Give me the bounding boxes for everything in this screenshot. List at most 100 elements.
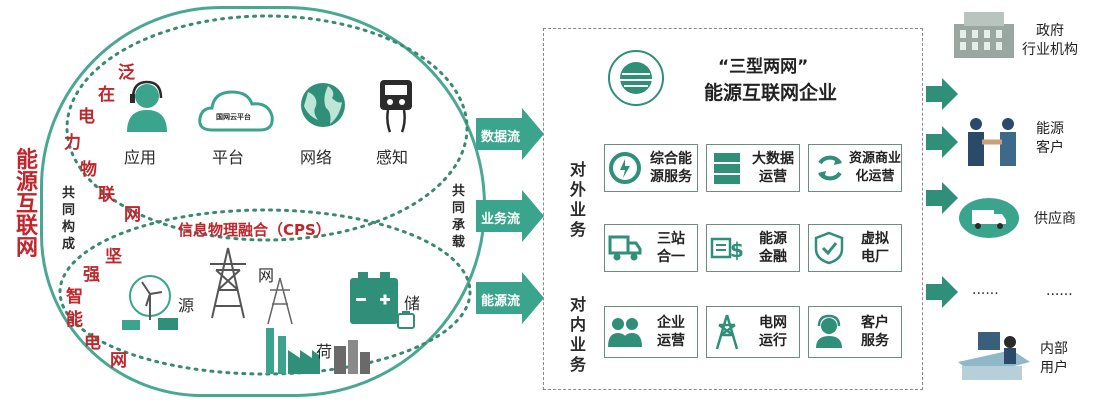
title-char: 网 <box>16 236 39 261</box>
service-text: 运营 <box>759 169 787 185</box>
service-three-stations[interactable]: 三站合一 <box>604 224 698 272</box>
service-text: 源服务 <box>650 169 692 185</box>
int-char: 对 <box>570 295 587 314</box>
enterprise-title-2: 能源互联网企业 <box>704 82 838 104</box>
grid-char: 电 <box>84 333 101 353</box>
recycle-icon <box>809 148 849 188</box>
truck-station-icon <box>605 228 645 268</box>
service-text: 电厂 <box>861 249 889 265</box>
iot-char: 联 <box>98 185 115 205</box>
service-text: 资源商业 <box>849 151 902 166</box>
grid-char: 坚 <box>105 247 122 267</box>
people-icon <box>605 312 645 352</box>
internal-user-label-line: 内部 <box>1040 341 1068 357</box>
title-char: 联 <box>16 214 39 239</box>
service-text: 三站 <box>657 231 685 247</box>
service-text: 合一 <box>657 249 685 265</box>
ellipsis-icon: ...... <box>972 282 999 298</box>
service-big-data[interactable]: 大数据运营 <box>706 144 800 192</box>
gov-label-line: 行业机构 <box>1022 42 1078 58</box>
service-text: 客户 <box>861 315 889 331</box>
agent-icon <box>809 312 849 352</box>
flow-arrows <box>476 108 544 324</box>
server-icon <box>707 148 747 188</box>
int-char: 务 <box>570 355 587 374</box>
service-text: 大数据 <box>752 151 794 167</box>
virtual-plant-icon <box>809 228 849 268</box>
joint-carry-label: 共 同 承 载 <box>452 183 465 251</box>
title-char: 互 <box>16 192 39 217</box>
iot-char: 电 <box>78 107 95 127</box>
data-flow-label: 数据流 <box>481 130 521 145</box>
sensor-meter-icon <box>378 78 414 134</box>
iot-char: 物 <box>80 160 97 180</box>
load-label: 荷 <box>316 342 333 361</box>
grid-char: 能 <box>66 310 83 330</box>
service-integrated-energy[interactable]: 综合能源服务 <box>604 144 698 192</box>
ext-char: 务 <box>570 220 587 239</box>
gov-label: 政府 行业机构 <box>1022 22 1078 60</box>
iot-char: 网 <box>124 205 141 225</box>
grid-char: 强 <box>83 265 100 285</box>
svg-text:$: $ <box>730 238 744 262</box>
sgcc-logo-icon <box>606 48 666 108</box>
supplier-label-line: 供应商 <box>1034 211 1076 227</box>
service-text: 综合能 <box>650 151 692 167</box>
service-enterprise-operation[interactable]: 企业运营 <box>604 306 698 358</box>
service-text: 化运营 <box>855 169 895 184</box>
sensing-label: 感知 <box>376 148 409 167</box>
joint-char: 成 <box>62 237 76 252</box>
transmission-tower-icon <box>206 246 250 320</box>
customer-service-icon <box>122 80 172 135</box>
service-text: 服务 <box>861 333 889 349</box>
source-label: 源 <box>178 296 195 315</box>
customer-label-line: 客户 <box>1036 140 1064 156</box>
grid-label: 网 <box>258 266 275 285</box>
business-flow-label: 业务流 <box>481 212 521 227</box>
integrated-energy-icon <box>605 148 645 188</box>
service-text: 企业 <box>657 315 685 331</box>
service-energy-finance[interactable]: $ 能源金融 <box>706 224 800 272</box>
wind-solar-icon <box>120 270 180 332</box>
service-resource-commercial[interactable]: 资源商业化运营 <box>808 144 902 192</box>
internal-business-label: 对 内 业 务 <box>570 295 586 375</box>
cloud-inner-text: 国网云平台 <box>216 113 251 121</box>
grid-char: 智 <box>66 287 83 307</box>
joint-build-label: 共 同 构 成 <box>62 185 75 253</box>
enterprise-box <box>543 28 923 390</box>
network-label: 网络 <box>300 148 333 167</box>
handshake-icon <box>962 116 1022 168</box>
supplier-label: 供应商 <box>1034 210 1076 229</box>
tower-icon <box>707 312 747 352</box>
globe-icon <box>298 80 348 130</box>
buildings-icon <box>334 340 370 374</box>
ext-char: 对 <box>570 160 587 179</box>
grid-char: 网 <box>110 351 127 371</box>
joint-char: 同 <box>62 203 76 218</box>
building-icon <box>950 10 1020 62</box>
ext-char: 外 <box>570 180 587 199</box>
output-arrows <box>926 78 958 308</box>
iot-char: 在 <box>98 85 115 105</box>
platform-label: 平台 <box>212 148 245 167</box>
title-char: 能 <box>16 148 39 173</box>
carry-char: 承 <box>452 218 466 233</box>
internal-user-label-line: 用户 <box>1040 360 1068 376</box>
internal-user-label: 内部 用户 <box>1040 340 1068 378</box>
carry-char: 载 <box>452 235 466 250</box>
app-label: 应用 <box>124 148 157 167</box>
service-text: 能源 <box>759 231 787 247</box>
storage-label: 储 <box>404 294 421 313</box>
title-char: 源 <box>16 170 39 195</box>
cloud-platform-icon: 国网云平台 <box>196 86 276 134</box>
external-business-label: 对 外 业 务 <box>570 160 586 240</box>
service-text: 电网 <box>759 315 787 331</box>
int-char: 内 <box>570 315 587 334</box>
service-customer-service[interactable]: 客户服务 <box>808 306 902 358</box>
service-grid-operation[interactable]: 电网运行 <box>706 306 800 358</box>
enterprise-title-1: “三型两网” <box>718 57 809 77</box>
finance-icon: $ <box>707 228 747 268</box>
service-virtual-plant[interactable]: 虚拟电厂 <box>808 224 902 272</box>
small-battery-icon <box>397 311 415 329</box>
joint-char: 共 <box>62 186 76 201</box>
